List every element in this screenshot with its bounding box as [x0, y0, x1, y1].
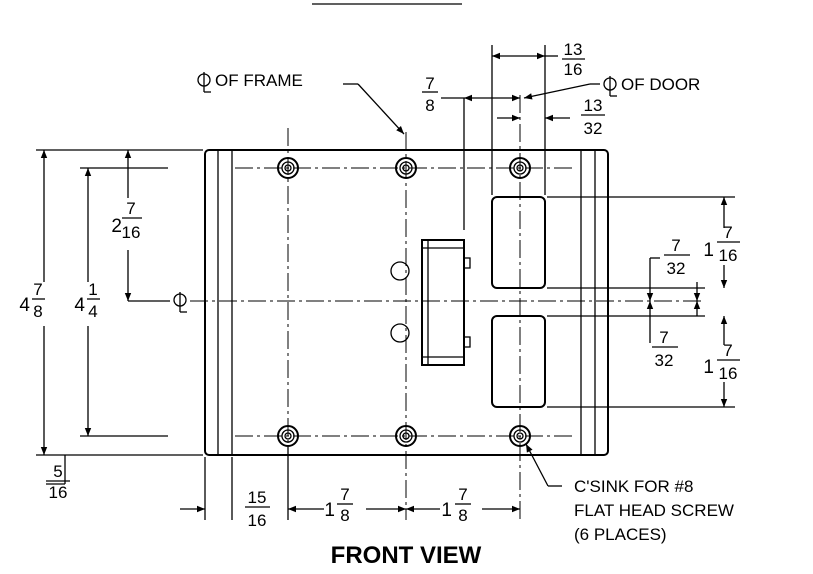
dim-numerator: 7: [671, 236, 680, 255]
screw-hole: [277, 157, 299, 179]
door-cutout-top: [491, 196, 546, 289]
dim-whole: 2: [111, 216, 122, 237]
dim-numerator: 7: [723, 341, 732, 360]
dim-denominator: 32: [667, 259, 686, 278]
mounting-circle: [390, 261, 410, 281]
screw-note-line: (6 PLACES): [574, 525, 667, 544]
dim-hole-span: 4 1 4: [74, 167, 168, 437]
dim-15-16: 15 16: [180, 457, 270, 530]
dim-whole: 4: [74, 295, 85, 316]
dim-numerator: 1: [88, 280, 97, 299]
dim-whole: 1: [703, 357, 714, 378]
dim-denominator: 16: [122, 223, 141, 242]
dim-gap-bottom: 7 32: [547, 301, 705, 370]
centerline-symbol-icon: [173, 292, 187, 313]
view-title: FRONT VIEW: [331, 542, 482, 569]
dim-numerator: 7: [458, 485, 467, 504]
screw-callout: C'SINK FOR #8 FLAT HEAD SCREW (6 PLACES): [525, 443, 734, 544]
dim-denominator: 8: [33, 302, 42, 321]
dim-to-center: 2 7 16: [111, 150, 187, 313]
dim-numerator: 7: [126, 199, 135, 218]
dim-cutout-top: 1 7 16: [547, 196, 740, 289]
dim-7-8-top: 7 8: [422, 74, 520, 115]
dim-denominator: 32: [584, 119, 603, 138]
dim-denominator: 8: [340, 506, 349, 525]
dim-whole: 1: [441, 500, 452, 521]
dim-numerator: 7: [425, 74, 434, 93]
dim-numerator: 7: [33, 280, 42, 299]
dim-denominator: 8: [458, 506, 467, 525]
dim-denominator: 16: [719, 364, 738, 383]
dim-spacing-b: 1 7 8: [406, 485, 520, 525]
centerline-symbol-icon: [197, 72, 211, 93]
screw-hole: [277, 425, 299, 447]
dim-numerator: 7: [723, 223, 732, 242]
cl-door-text: OF DOOR: [621, 75, 700, 94]
dim-numerator: 5: [53, 462, 62, 481]
dim-denominator: 32: [655, 351, 674, 370]
screw-hole: [395, 425, 417, 447]
dim-denominator: 4: [88, 302, 97, 321]
dim-overall-height: 4 7 8: [19, 149, 203, 456]
dim-whole: 1: [324, 500, 335, 521]
dim-numerator: 15: [248, 488, 267, 507]
cl-frame-text: OF FRAME: [215, 71, 303, 90]
screw-note-line: FLAT HEAD SCREW: [574, 501, 734, 520]
door-cutout-bottom: [491, 315, 546, 408]
dim-spacing-a: 1 7 8: [287, 447, 406, 525]
mounting-circle: [390, 323, 410, 343]
dim-numerator: 7: [659, 328, 668, 347]
dim-5-16: 5 16: [46, 455, 70, 502]
screw-hole: [509, 425, 531, 447]
label-cl-frame: OF FRAME: [197, 71, 405, 135]
dim-denominator: 16: [564, 60, 583, 79]
dim-denominator: 8: [425, 96, 434, 115]
screw-hole: [509, 157, 531, 179]
latch-body: [421, 98, 471, 366]
dim-denominator: 16: [719, 246, 738, 265]
dim-numerator: 13: [564, 40, 583, 59]
centerline-symbol-icon: [603, 76, 617, 97]
screw-note-line: C'SINK FOR #8: [574, 477, 693, 496]
dim-whole: 1: [703, 240, 714, 261]
dim-gap-top: 7 32: [646, 236, 701, 301]
dim-cutout-bottom: 1 7 16: [547, 316, 740, 408]
dim-whole: 4: [19, 295, 30, 316]
screw-hole: [395, 157, 417, 179]
dim-13-16-top: 13 16: [491, 40, 585, 195]
dim-numerator: 13: [584, 96, 603, 115]
dim-numerator: 7: [340, 485, 349, 504]
dim-13-32-top: 13 32: [497, 96, 605, 138]
dim-denominator: 16: [248, 511, 267, 530]
label-cl-door: OF DOOR: [523, 75, 700, 100]
dim-denominator: 16: [49, 483, 68, 502]
